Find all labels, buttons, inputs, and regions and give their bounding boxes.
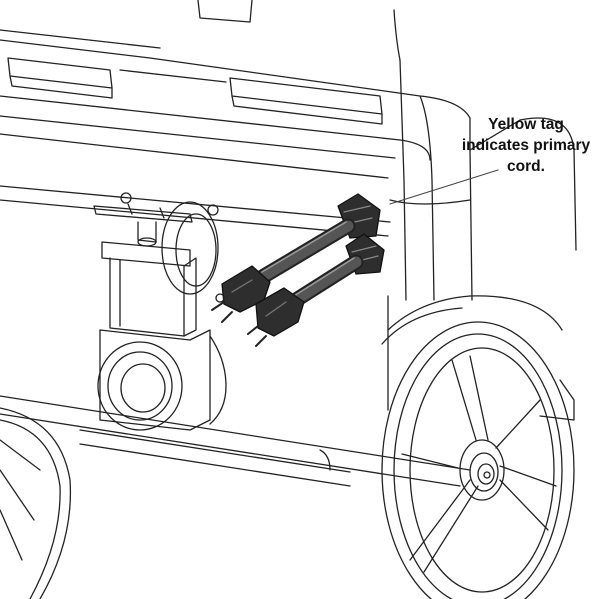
callout-line-1: Yellow tag xyxy=(488,116,564,133)
callout-line-3: cord. xyxy=(507,158,545,175)
valve xyxy=(93,192,227,431)
callout-line-2: indicates primary xyxy=(461,137,591,154)
callout-leader xyxy=(389,169,499,205)
wheel xyxy=(381,295,575,599)
cart-body xyxy=(0,0,577,487)
left-wheel xyxy=(0,407,72,599)
yellow-tag-callout: Yellow tag indicates primary cord. xyxy=(456,114,596,177)
power-cord-secondary xyxy=(247,233,385,347)
power-cord-primary xyxy=(211,193,381,323)
